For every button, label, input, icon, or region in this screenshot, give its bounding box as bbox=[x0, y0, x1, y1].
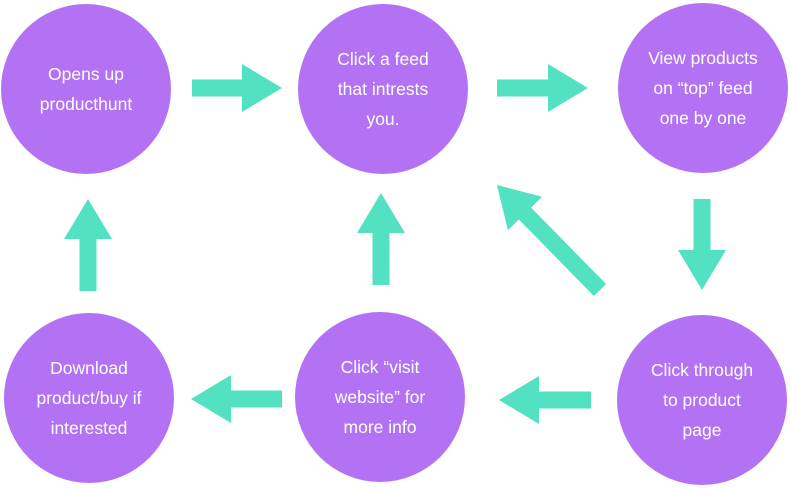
node-label-line: on “top” feed bbox=[653, 78, 752, 98]
node-label-line: Download bbox=[50, 358, 128, 378]
node-label-line: product/buy if bbox=[36, 388, 141, 408]
node-label-line: View products bbox=[648, 48, 758, 68]
node-click-visit-website: Click “visit website” for more info bbox=[295, 312, 465, 482]
node-label-line: Click a feed bbox=[337, 49, 428, 69]
node-view-products: View products on “top” feed one by one bbox=[618, 3, 788, 173]
node-label-line: Click “visit bbox=[341, 357, 420, 377]
node-label-line: to product bbox=[663, 390, 741, 410]
node-click-feed: Click a feed that intrests you. bbox=[298, 4, 468, 174]
node-label-line: producthunt bbox=[40, 94, 133, 114]
node-label-line: Click through bbox=[651, 360, 753, 380]
node-click-through: Click through to product page bbox=[617, 315, 787, 485]
node-circle bbox=[1, 4, 171, 174]
node-label-line: you. bbox=[366, 109, 399, 129]
node-label-line: interested bbox=[51, 418, 128, 438]
node-circle bbox=[4, 313, 174, 483]
arrow-clickthrough-to-feed bbox=[497, 185, 607, 296]
arrow-clickthrough-to-visit bbox=[499, 376, 591, 424]
node-circle bbox=[617, 315, 787, 485]
arrow-visit-to-feed bbox=[357, 193, 405, 285]
arrow-view-to-clickthrough bbox=[678, 199, 726, 290]
node-circle bbox=[618, 3, 788, 173]
nodes-layer: Opens up producthunt Click a feed that intr… bbox=[1, 3, 788, 485]
node-circle bbox=[298, 4, 468, 174]
node-label-line: Opens up bbox=[48, 64, 124, 84]
node-opens-producthunt: Opens up producthunt bbox=[1, 4, 171, 174]
node-label-line: website” for bbox=[334, 387, 426, 407]
arrows-layer bbox=[64, 64, 726, 424]
arrow-download-to-open bbox=[64, 199, 112, 291]
node-circle bbox=[295, 312, 465, 482]
arrow-feed-to-view bbox=[497, 64, 588, 112]
node-label-line: more info bbox=[344, 417, 417, 437]
node-download-buy: Download product/buy if interested bbox=[4, 313, 174, 483]
node-label-line: page bbox=[683, 420, 722, 440]
arrow-open-to-feed bbox=[192, 64, 282, 112]
node-label-line: one by one bbox=[660, 108, 747, 128]
arrow-visit-to-download bbox=[191, 375, 282, 423]
node-label-line: that intrests bbox=[338, 79, 429, 99]
